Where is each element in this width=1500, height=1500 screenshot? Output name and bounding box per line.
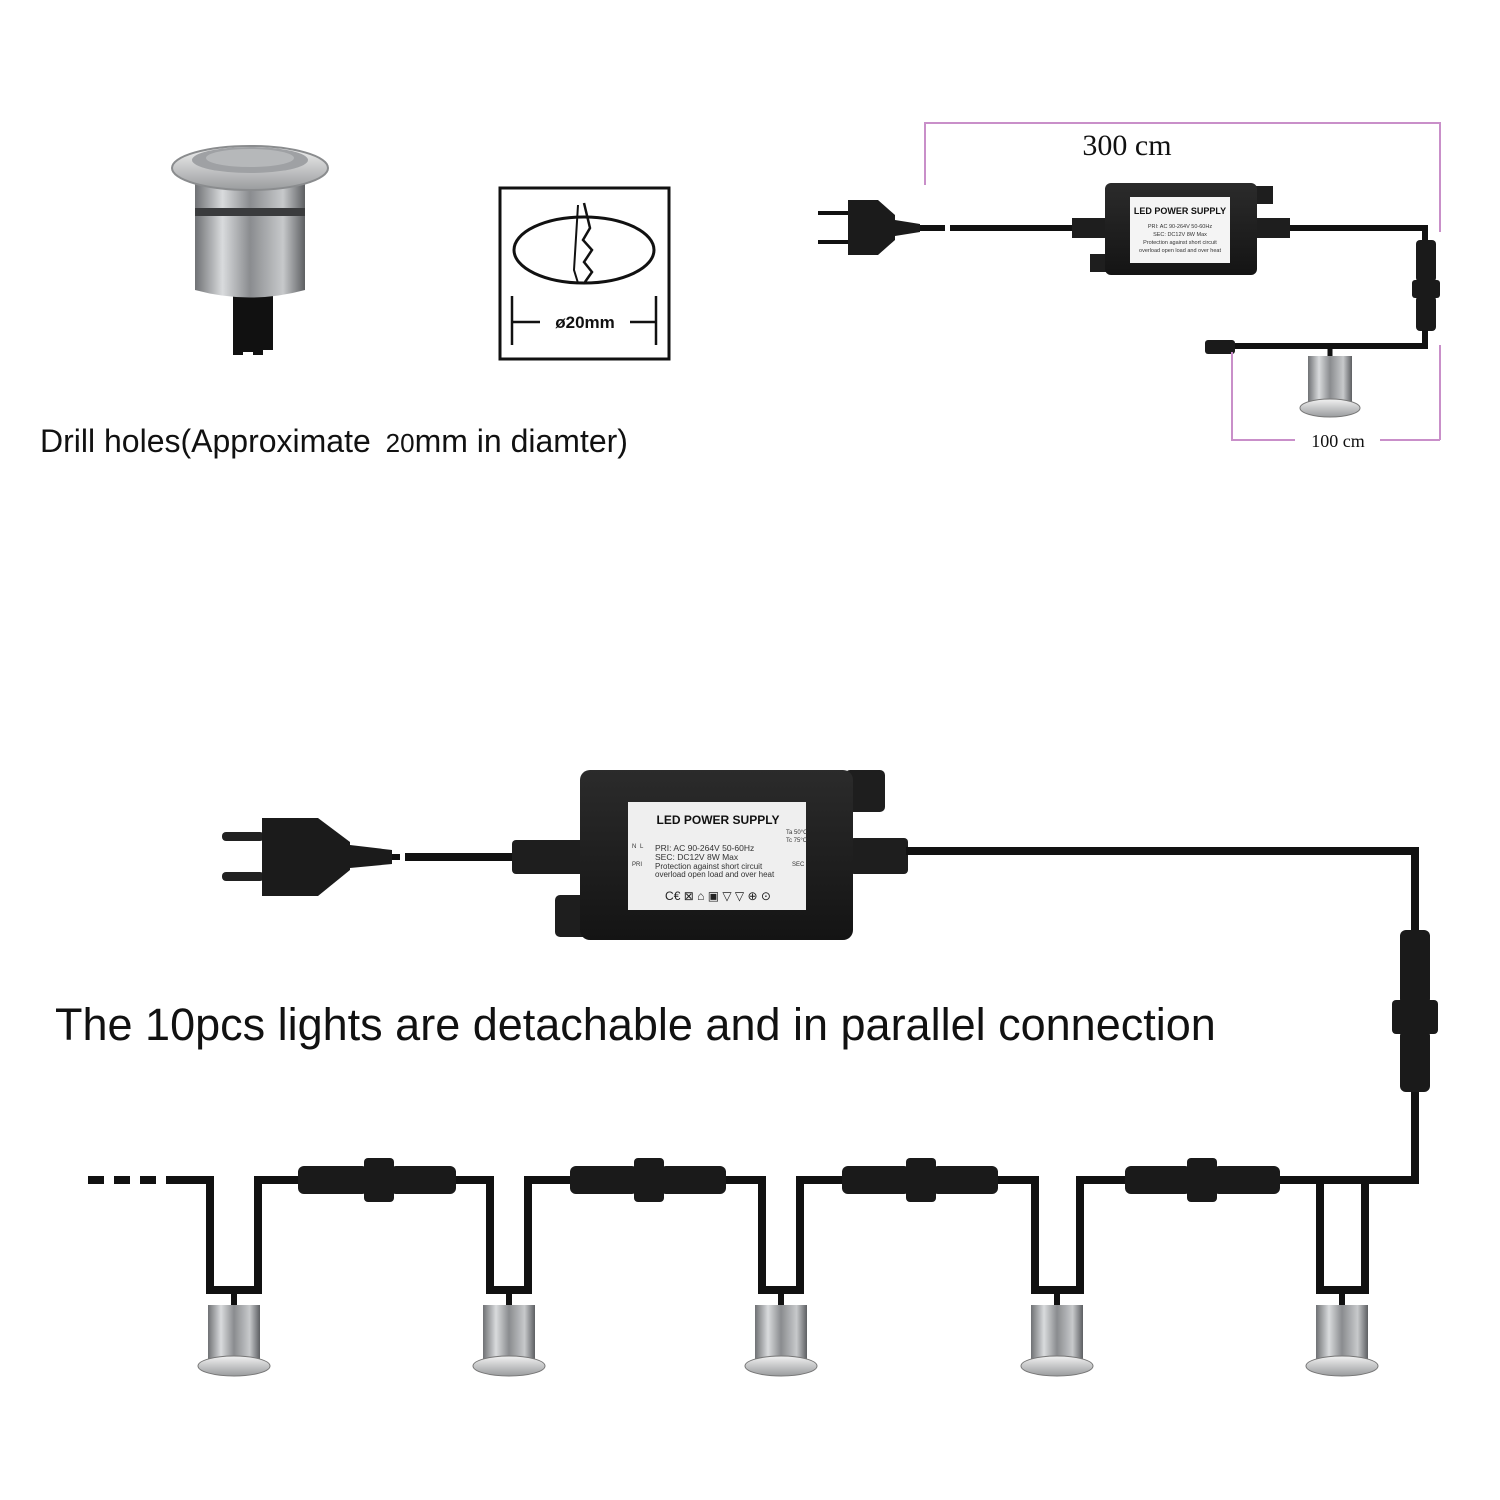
waterproof-connector-icon	[298, 1158, 456, 1202]
waterproof-connector-icon	[570, 1158, 726, 1202]
deck-light-icon	[1305, 1290, 1379, 1377]
small-psu-line4: overload open load and over heat	[1139, 248, 1221, 254]
small-psu-title: LED POWER SUPPLY	[1134, 206, 1226, 216]
psu-n: N	[632, 844, 636, 850]
length-dimension-100	[1231, 345, 1441, 441]
psu-pri: PRI	[632, 862, 642, 868]
deck-light-icon	[1299, 356, 1361, 418]
power-supply-icon	[1072, 183, 1290, 275]
hole-diameter-label: ø20mm	[555, 313, 615, 332]
cable-length-300-label: 300 cm	[1082, 129, 1171, 162]
psu-line3: Protection against short circuit	[655, 862, 763, 871]
psu-ta: Ta 50°C	[786, 830, 808, 836]
cable-length-100-label: 100 cm	[1311, 431, 1365, 451]
psu-line2: SEC: DC12V 8W Max	[655, 852, 739, 862]
drill-caption-suffix: mm in diamter)	[415, 423, 628, 459]
power-supply-icon	[512, 770, 908, 940]
eu-plug-icon	[222, 818, 392, 896]
small-psu-line1: PRI: AC 90-264V 50-60Hz	[1148, 224, 1212, 230]
small-psu-line3: Protection against short circuit	[1143, 240, 1217, 246]
psu-title: LED POWER SUPPLY	[657, 813, 780, 827]
deck-light-icon	[197, 1290, 271, 1377]
deck-light-icon	[472, 1290, 546, 1377]
psu-l: L	[640, 844, 644, 850]
small-psu-line2: SEC: DC12V 8W Max	[1153, 232, 1207, 238]
drill-caption-number: 20	[386, 428, 415, 458]
psu-line4: overload open load and over heat	[655, 870, 775, 879]
waterproof-connector-icon	[1412, 240, 1440, 331]
drill-hole-icon	[498, 186, 671, 361]
eu-plug-icon	[818, 200, 920, 255]
psu-tc: Tc 75°C	[786, 838, 808, 844]
psu-line1: PRI: AC 90-264V 50-60Hz	[655, 843, 754, 853]
deck-light-icon	[171, 145, 329, 355]
drill-caption: Drill holes(Approximate 20mm in diamter)	[40, 423, 628, 459]
psu-cert-icons: C€ ⊠ ⌂ ▣ ▽ ▽ ⊕ ⊙	[665, 889, 771, 903]
length-dimension-300	[924, 122, 1441, 232]
continuation-dots	[88, 1176, 182, 1184]
waterproof-connector-icon	[1125, 1158, 1280, 1202]
waterproof-connector-icon	[842, 1158, 998, 1202]
end-connector	[1205, 340, 1235, 354]
drill-caption-prefix: Drill holes(Approximate	[40, 423, 380, 459]
deck-light-icon	[744, 1290, 818, 1377]
connection-caption: The 10pcs lights are detachable and in p…	[55, 999, 1216, 1050]
waterproof-connector-icon	[1392, 930, 1438, 1092]
psu-sec: SEC	[792, 862, 805, 868]
deck-light-icon	[1020, 1290, 1094, 1377]
